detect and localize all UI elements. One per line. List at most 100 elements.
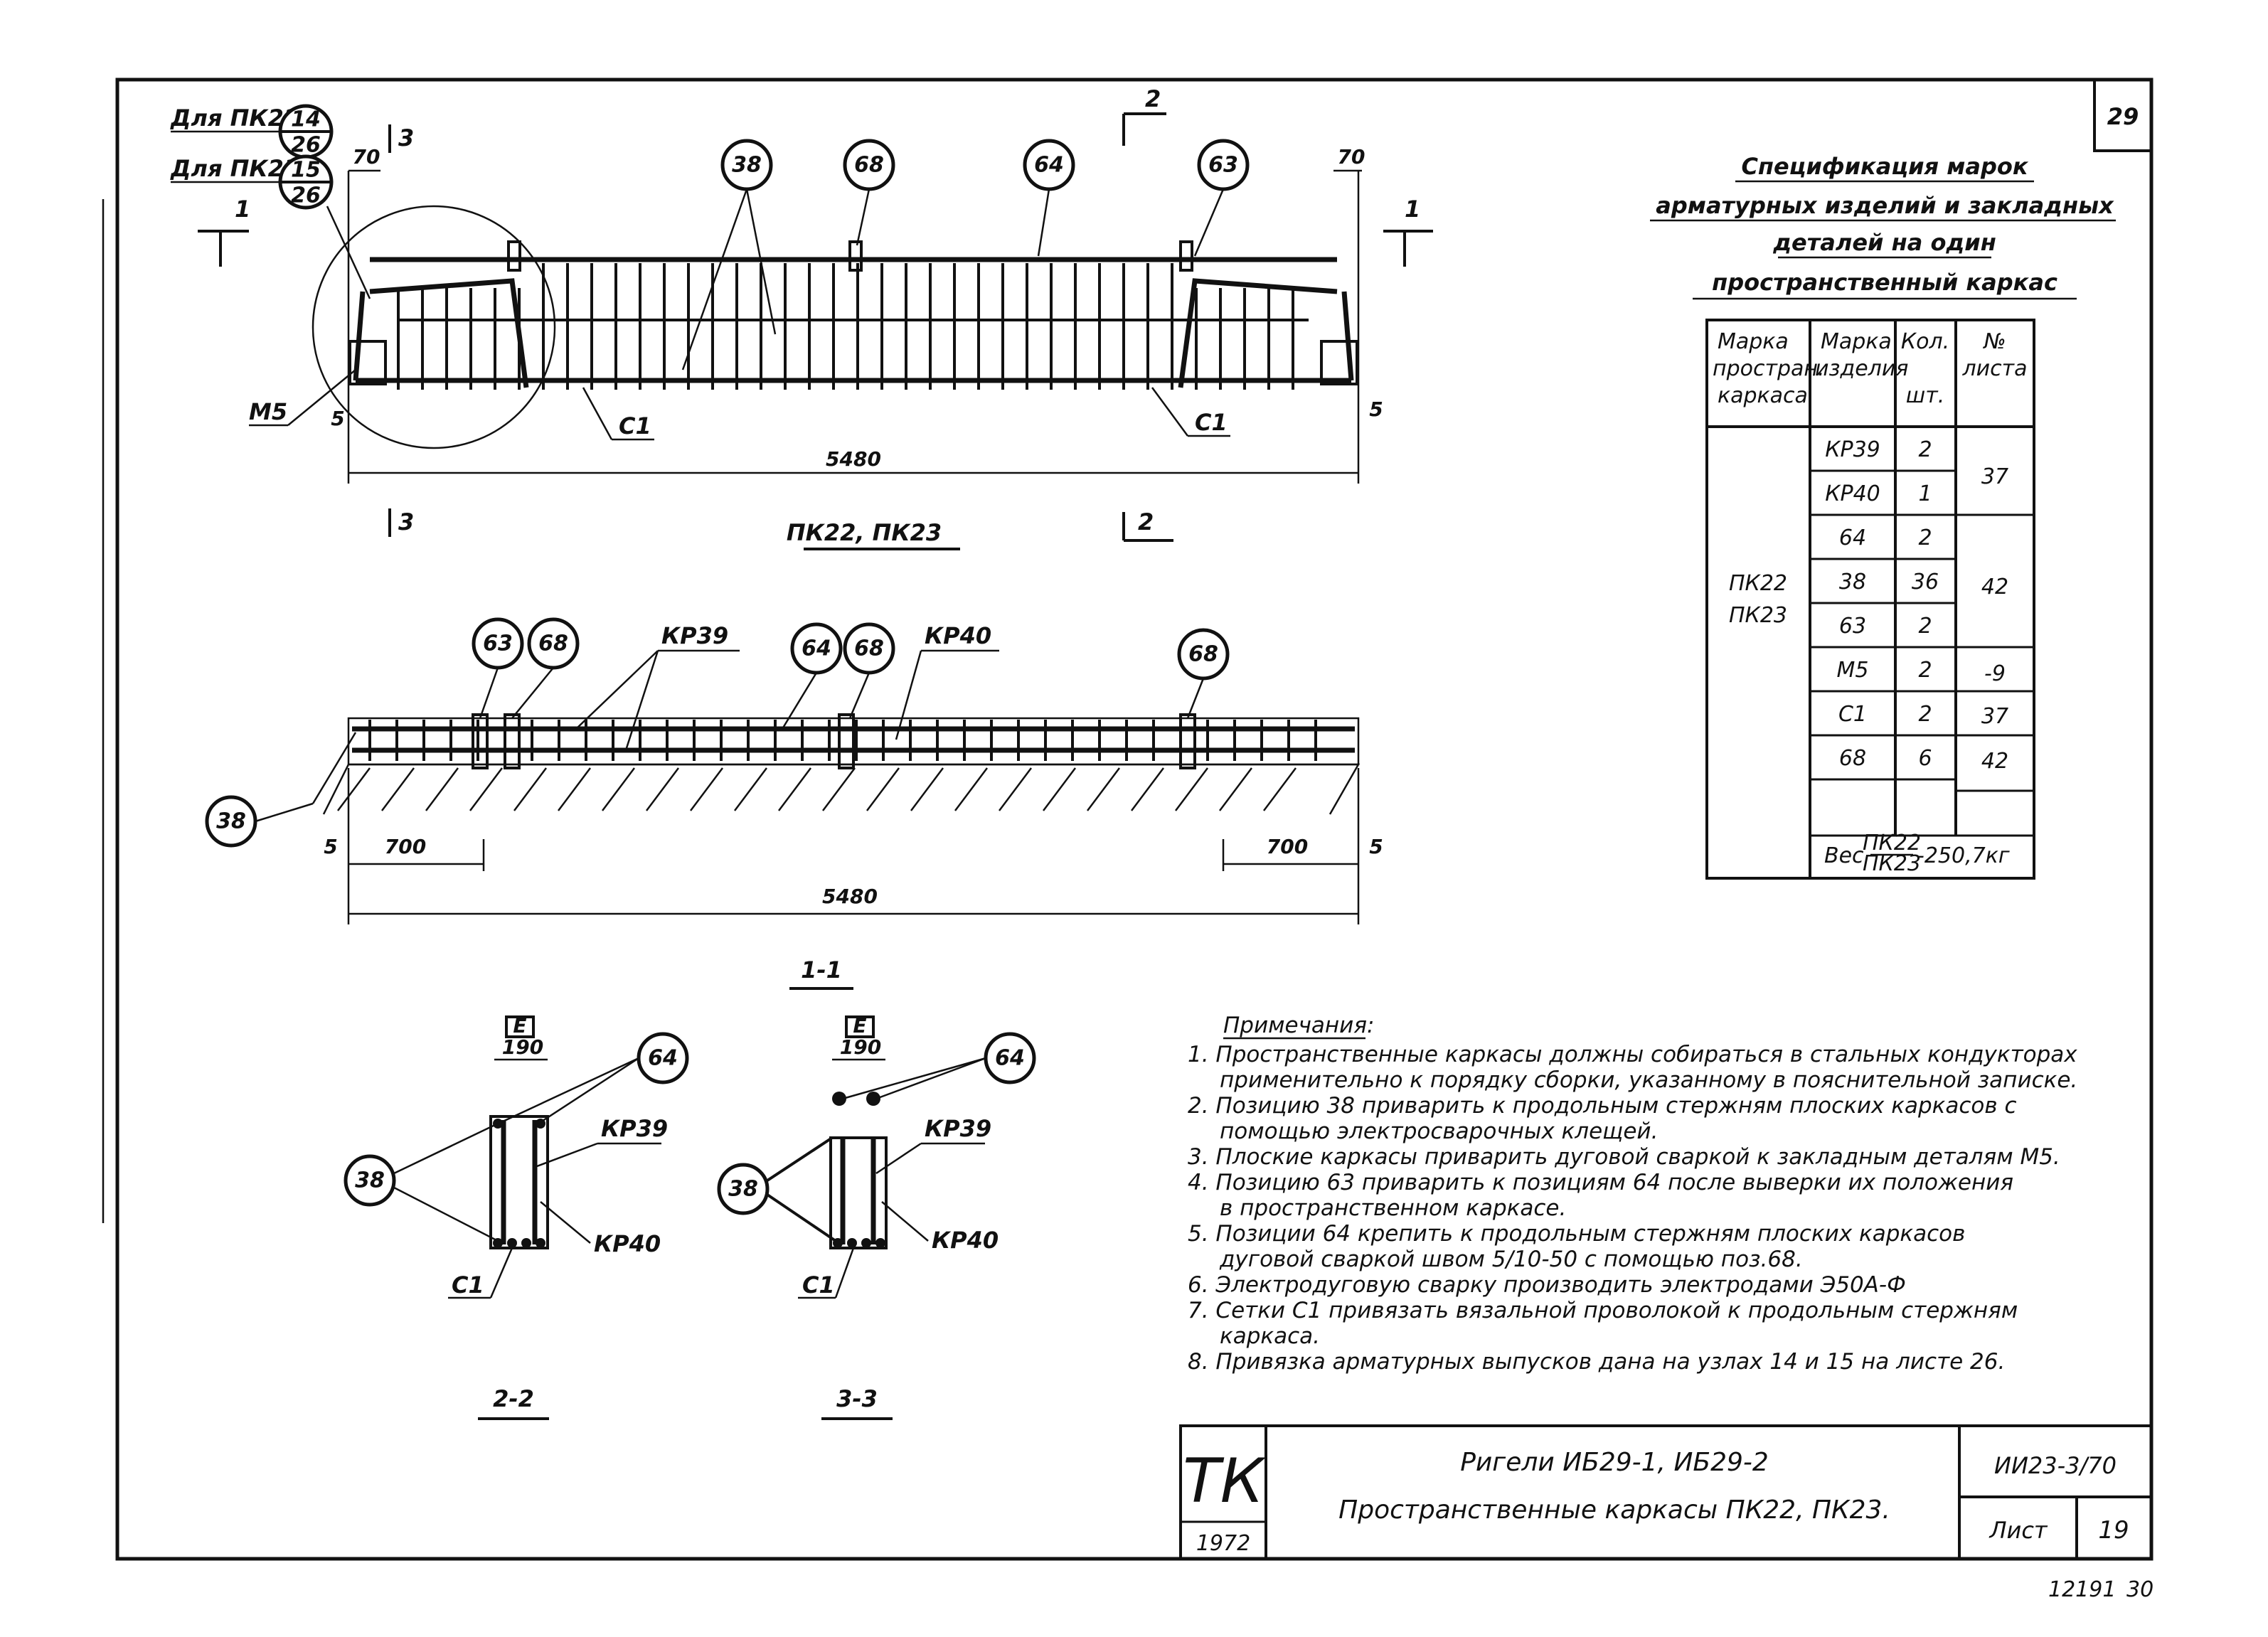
note-line: дуговой сваркой швом 5/10-50 с помощью п… [1219, 1247, 1803, 1272]
notes-heading: Примечания: [1223, 1013, 1374, 1038]
spec-row-lines [1810, 469, 2034, 837]
section-mark-1-right: 1 [1405, 196, 1420, 223]
tb-year: 1972 [1196, 1531, 1250, 1556]
note-line: применительно к порядку сборки, указанно… [1220, 1067, 2077, 1093]
sec33-title: 3-3 [836, 1385, 878, 1412]
svg-text:63: 63 [1208, 153, 1238, 178]
tb-org: ТК [1183, 1446, 1267, 1517]
svg-text:64: 64 [802, 636, 831, 661]
plan-bubble-64: 64 [790, 622, 843, 675]
note-line: 1. Пространственные каркасы должны собир… [1188, 1042, 2077, 1067]
hatch-line [425, 767, 459, 811]
spec-weight-label: Вес [1824, 843, 1864, 868]
sec22-label-kr40: КР40 [594, 1230, 661, 1257]
plan-dim-left: 700 [385, 835, 426, 858]
hatch-line [602, 767, 635, 811]
spec-header-qty: Кол.шт. [1901, 329, 1949, 408]
svg-text:64: 64 [648, 1046, 678, 1071]
inventory-number: 12191 [2048, 1577, 2116, 1602]
sec33-outline [829, 1136, 888, 1249]
note-line: 4. Позицию 63 приварить к позициям 64 по… [1188, 1170, 2013, 1195]
svg-text:68: 68 [1188, 642, 1218, 667]
svg-text:68: 68 [854, 636, 884, 661]
hatch-line [954, 767, 988, 811]
dim-top-left: 70 [353, 145, 380, 169]
hatch-line [1087, 767, 1120, 811]
plate-m5-right [1320, 340, 1358, 385]
stirrups-38 [397, 263, 1294, 390]
plan-stirrup-ticks [368, 720, 1317, 761]
bubble-68: 68 [843, 139, 895, 191]
hatch-line [513, 767, 547, 811]
spec-item-qty: 2 [1918, 526, 1932, 550]
svg-text:E: E [853, 1014, 866, 1038]
plan-hatching [337, 767, 1297, 811]
bubble-64: 64 [1023, 139, 1075, 191]
note-line: в пространственном каркасе. [1220, 1195, 1566, 1221]
spec-item-qty: 2 [1918, 702, 1932, 727]
node-pk22-bottom: 26 [291, 133, 321, 158]
hatch-line [646, 767, 679, 811]
sec22-bubble-64: 64 [637, 1032, 689, 1084]
spec-item-qty: 2 [1918, 658, 1932, 683]
svg-text:64: 64 [1034, 153, 1064, 178]
main-view-title: ПК22, ПК23 [787, 519, 942, 546]
plan-dim-length: 5480 [822, 885, 878, 908]
node-pk23-bottom: 26 [291, 183, 321, 208]
hatch-line [866, 767, 900, 811]
tb-sheet-no: 19 [2098, 1516, 2129, 1545]
hatch-line [1175, 767, 1208, 811]
spec-item-mark: КР40 [1825, 481, 1880, 506]
spec-item-qty: 2 [1918, 614, 1932, 639]
section-mark-3-bottom: 3 [398, 508, 414, 535]
svg-text:68: 68 [538, 631, 568, 656]
plan-bubble-38: 38 [205, 795, 257, 848]
spec-weight-mark-2: ПК23 [1863, 851, 1921, 876]
svg-text:E: E [513, 1014, 526, 1038]
note-line: 2. Позицию 38 приварить к продольным сте… [1188, 1093, 2017, 1119]
spec-title-3: деталей на один [1772, 229, 1996, 256]
plate-m5-left [348, 340, 387, 385]
sec22-label-c1: С1 [452, 1271, 484, 1299]
plan-dim-right: 700 [1267, 835, 1308, 858]
spec-item-qty: 36 [1912, 570, 1939, 594]
tb-line2: Пространственные каркасы ПК22, ПК23. [1338, 1495, 1890, 1525]
spec-weight-mark-1: ПК22 [1863, 831, 1921, 855]
plan-bubble-68-right: 68 [1177, 628, 1230, 681]
spec-item-mark: 63 [1839, 614, 1866, 639]
dim-bottom-left: 5 [331, 407, 344, 430]
spec-sheet-ref-42b: 42 [1981, 749, 2008, 774]
spec-title-2: арматурных изделий и закладных [1656, 192, 2114, 219]
dim-bottom-right: 5 [1369, 398, 1383, 421]
spec-sheet-ref-9: -9 [1984, 661, 2006, 686]
tb-code: ИИ23-3/70 [1994, 1452, 2117, 1479]
spec-title-1: Спецификация марок [1741, 153, 2028, 180]
section-mark-2-top: 2 [1145, 85, 1161, 112]
svg-text:64: 64 [995, 1046, 1025, 1071]
note-pk23: Для ПК23 [170, 155, 299, 182]
hatch-line [1219, 767, 1252, 811]
notes-lines: 1. Пространственные каркасы должны собир… [1188, 1042, 2077, 1375]
dim-length-main: 5480 [826, 447, 881, 471]
sec22-label-kr39: КР39 [601, 1115, 668, 1142]
hatch-line [822, 767, 856, 811]
sec22-outline [489, 1115, 549, 1249]
note-line: 5. Позиции 64 крепить к продольным стерж… [1188, 1221, 1965, 1247]
corner-box [2093, 78, 2153, 152]
hatch-line [690, 767, 723, 811]
node-pk22-top: 14 [291, 107, 321, 132]
spec-sheet-ref-37b: 37 [1981, 704, 2008, 729]
note-line: 3. Плоские каркасы приварить дуговой сва… [1188, 1144, 2060, 1170]
section-mark-1-left: 1 [235, 196, 250, 223]
spec-frame-mark-1: ПК22 [1729, 571, 1787, 596]
svg-text:38: 38 [216, 809, 246, 834]
hatch-line [1131, 767, 1164, 811]
spec-frame-mark-2: ПК23 [1729, 603, 1787, 628]
hatch-line [910, 767, 944, 811]
note-line: 6. Электродуговую сварку производить эле… [1188, 1272, 1906, 1298]
sec33-bubble-64: 64 [984, 1032, 1036, 1084]
plan-label-kr40: КР40 [925, 622, 991, 649]
sec22-bubble-38: 38 [344, 1154, 396, 1207]
